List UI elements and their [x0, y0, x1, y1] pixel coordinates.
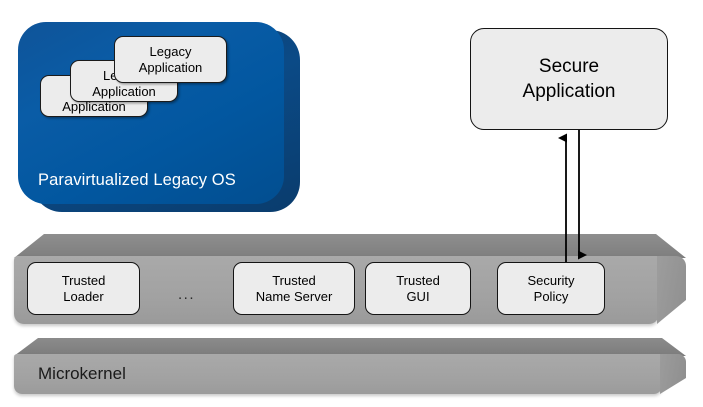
trusted-gui-line1: Trusted: [396, 272, 440, 288]
legacy-os-label: Paravirtualized Legacy OS: [38, 171, 236, 189]
legacy-application-line1: Legacy: [149, 44, 192, 59]
microkernel-bar-face: [14, 354, 662, 394]
security-policy-line2: Policy: [533, 288, 569, 304]
microkernel-label: Microkernel: [38, 364, 126, 383]
security-policy-line1: Security: [527, 272, 575, 288]
trusted-name-server-line1: Trusted: [272, 272, 316, 288]
trusted-loader-line1: Trusted: [61, 272, 106, 288]
legacy-application-line2: Application: [92, 84, 156, 99]
legacy-application-line2: Application: [62, 99, 126, 114]
trusted-loader-box[interactable]: Trusted Loader: [27, 262, 140, 315]
secure-application-box[interactable]: Secure Application: [470, 28, 668, 130]
secure-application-line2: Application: [522, 81, 616, 102]
trusted-loader-line2: Loader: [63, 288, 104, 304]
microkernel-bar: Microkernel: [14, 338, 686, 394]
microkernel-bar-bevel: [14, 338, 686, 356]
trusted-gui-line2: GUI: [406, 288, 430, 304]
secure-application-label: Secure Application: [523, 54, 616, 104]
services-ellipsis: ...: [178, 286, 196, 303]
trusted-name-server-box[interactable]: Trusted Name Server: [233, 262, 355, 315]
trusted-gui-box[interactable]: Trusted GUI: [365, 262, 471, 315]
trusted-name-server-line2: Name Server: [255, 288, 333, 304]
security-policy-box[interactable]: Security Policy: [497, 262, 605, 315]
microkernel-bar-side: [660, 354, 686, 394]
secure-application-line1: Secure: [538, 56, 600, 77]
legacy-application-card[interactable]: Legacy Application: [114, 36, 227, 83]
trusted-services-bar-bevel: [14, 234, 686, 258]
trusted-services-bar-side: [657, 256, 686, 324]
legacy-application-line2: Application: [138, 60, 203, 75]
